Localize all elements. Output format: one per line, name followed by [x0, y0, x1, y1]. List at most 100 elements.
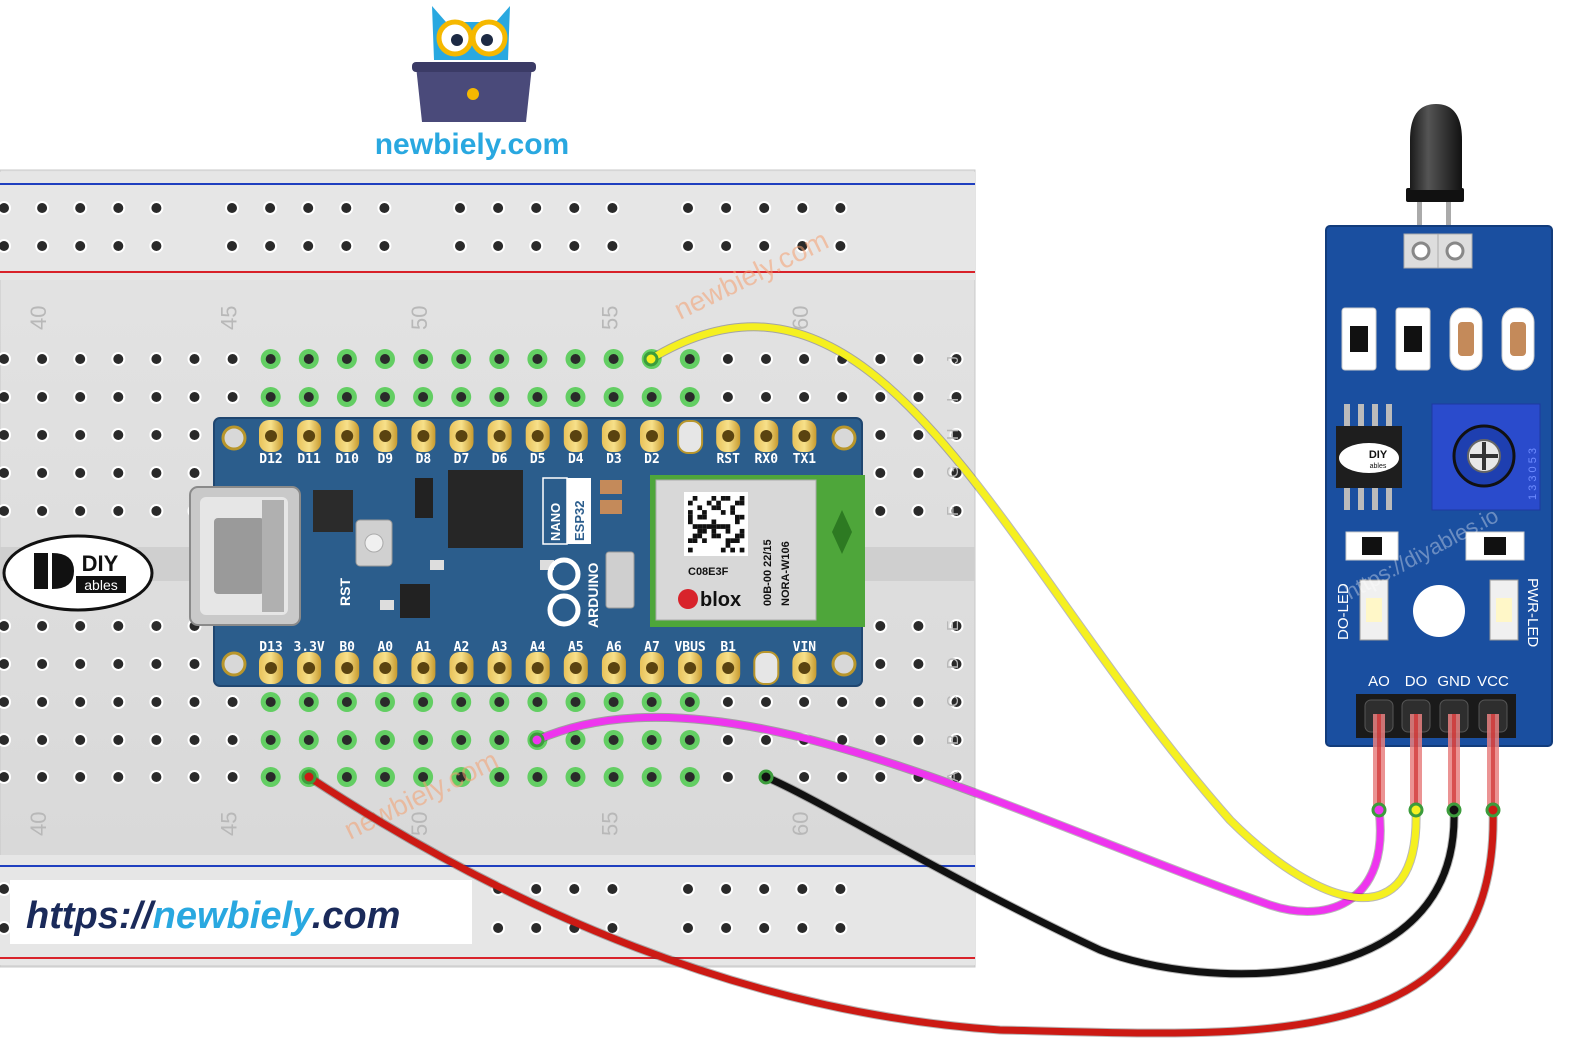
badge-bottom-text: ables — [84, 577, 117, 593]
breadboard-hole — [380, 772, 390, 782]
pin-label: D12 — [259, 452, 282, 467]
breadboard-hole — [646, 392, 657, 402]
rail-hole — [683, 241, 693, 251]
breadboard-hole — [380, 354, 390, 364]
do-led-label: DO-LED — [1335, 583, 1352, 640]
breadboard-hole — [494, 354, 505, 364]
breadboard-hole — [570, 392, 581, 402]
rail-hole — [607, 241, 618, 251]
breadboard-hole — [951, 506, 962, 516]
breadboard-hole — [0, 659, 9, 669]
rail-hole — [37, 241, 48, 251]
breadboard-hole — [494, 697, 505, 707]
breadboard-hole — [913, 468, 924, 478]
qr-cell — [730, 547, 735, 553]
sensor-pin-label: AO — [1368, 673, 1390, 690]
breadboard-hole — [951, 772, 962, 782]
mounting-hole — [1413, 585, 1465, 637]
qr-cell — [711, 496, 717, 501]
rail-hole — [835, 923, 846, 933]
chip-brand-top: DIY — [1369, 449, 1388, 461]
qr-cell — [716, 505, 721, 511]
breadboard-hole — [608, 735, 619, 745]
breadboard-hole — [0, 430, 9, 440]
module-id-text: C08E3F — [688, 566, 729, 578]
breadboard-hole — [380, 697, 390, 707]
qr-cell — [725, 543, 731, 548]
rail-hole — [113, 203, 124, 213]
breadboard-hole — [913, 392, 924, 402]
pin-hole — [722, 662, 735, 674]
qr-cell — [739, 547, 745, 553]
breadboard-hole — [684, 697, 695, 707]
qr-cell — [739, 533, 745, 539]
qr-cell — [725, 524, 731, 529]
pin-hole — [722, 430, 735, 442]
qr-cell — [688, 538, 693, 543]
pin-label: D6 — [492, 452, 508, 467]
breadboard-hole — [0, 772, 9, 782]
breadboard-hole — [303, 392, 314, 402]
badge-top-text: DIY — [82, 551, 119, 576]
breadboard-hole — [761, 392, 771, 402]
breadboard-hole — [113, 659, 124, 669]
breadboard-hole — [113, 621, 124, 631]
rail-hole — [493, 241, 504, 251]
qr-cell — [730, 505, 735, 511]
qr-cell — [720, 496, 726, 501]
row-label: G — [945, 466, 962, 478]
breadboard-hole — [227, 392, 238, 402]
row-label: F — [945, 506, 962, 516]
pin-label: D2 — [644, 452, 660, 467]
breadboard-hole — [37, 697, 48, 707]
rail-hole — [569, 241, 580, 251]
wire — [762, 773, 1458, 978]
breadboard-hole — [418, 392, 429, 402]
sensor-pin-label: DO — [1405, 673, 1428, 690]
wire-end — [529, 732, 545, 748]
breadboard-hole — [37, 430, 48, 440]
breadboard-hole — [75, 354, 86, 364]
rail-hole — [835, 203, 846, 213]
qr-cell — [720, 510, 726, 515]
sensor-pin-leg-core — [1491, 714, 1495, 810]
qr-cell — [730, 538, 735, 543]
breadboard-hole — [913, 735, 924, 745]
qr-cell — [711, 519, 717, 525]
breadboard-hole — [761, 697, 771, 707]
breadboard-hole — [951, 468, 962, 478]
board-name: NANO ESP32 — [542, 477, 591, 545]
rail-hole — [493, 203, 504, 213]
qr-cell — [711, 505, 717, 511]
breadboard-hole — [75, 735, 86, 745]
pin-hole — [303, 662, 316, 674]
breadboard-hole — [570, 697, 581, 707]
breadboard-hole — [913, 430, 924, 440]
url-prefix: https:// — [26, 895, 156, 937]
wire-end — [1446, 802, 1462, 818]
wire-end — [1371, 802, 1387, 818]
rail-hole — [835, 884, 846, 894]
breadboard-hole — [875, 621, 886, 631]
rail-hole — [379, 241, 390, 251]
pin-label: A3 — [492, 640, 508, 655]
breadboard-hole — [875, 392, 886, 402]
qr-cell — [739, 514, 745, 520]
qr-cell — [688, 510, 693, 515]
pin-hole — [493, 662, 506, 674]
breadboard-hole — [494, 392, 505, 402]
breadboard-hole — [303, 697, 314, 707]
rail-hole — [531, 884, 542, 894]
rail-hole — [0, 923, 9, 933]
pin-hole — [798, 430, 811, 442]
breadboard-hole — [75, 506, 86, 516]
rail-hole — [151, 203, 162, 213]
rail-hole — [721, 203, 732, 213]
qr-cell — [692, 538, 698, 543]
board-name-2: ESP32 — [572, 501, 587, 541]
column-number: 55 — [598, 306, 623, 330]
rail-hole — [607, 203, 618, 213]
breadboard-hole — [75, 697, 86, 707]
rail-hole — [493, 923, 504, 933]
